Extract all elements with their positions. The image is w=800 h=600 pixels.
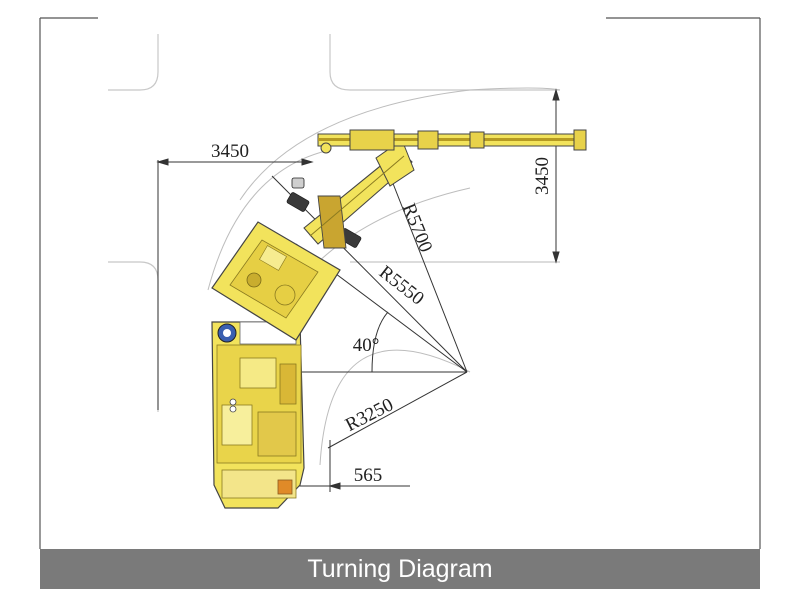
middle-turning-arc [207,149,331,291]
inner-radius-label: R3250 [342,394,397,436]
front-chassis [211,221,341,341]
middle-radius-label: R5550 [375,262,428,310]
width-dimension-label: 3450 [211,141,249,162]
frame [39,17,761,549]
angle-arc [371,311,389,373]
angle-label: 40° [353,335,380,356]
small-turning-arc [319,349,471,466]
radius-line-outer [382,157,468,373]
outer-radius-label: R5700 [398,201,436,256]
feed-beam [317,129,587,154]
radius-line-inner [327,371,468,449]
height-dimension-label: 3450 [532,157,553,195]
rear-chassis [211,321,305,509]
boom [303,139,415,249]
offset-dimension-label: 565 [354,465,383,486]
outer-turning-arc [239,87,561,201]
diagram-caption: Turning Diagram [307,555,493,583]
caption-bar: Turning Diagram [40,549,760,589]
